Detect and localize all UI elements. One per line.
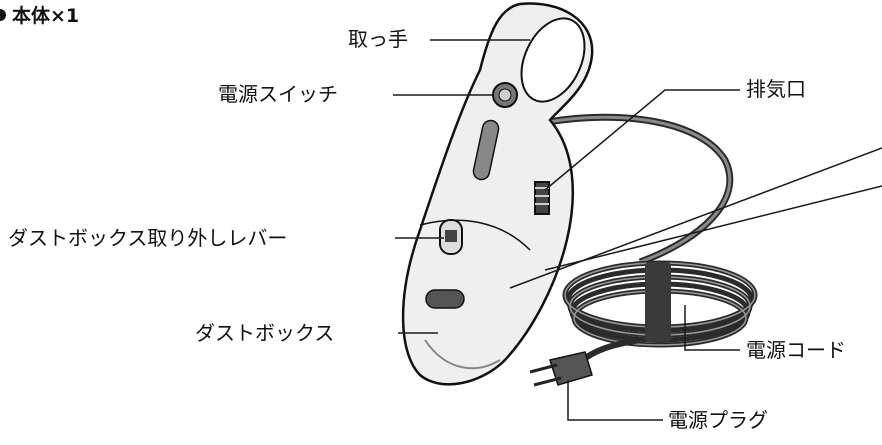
diagram-title: 本体×1 — [0, 4, 79, 28]
title-text: 本体×1 — [12, 5, 80, 27]
vacuum-body — [401, 2, 594, 386]
handle-hole — [520, 17, 586, 103]
label-exhaust: 排気口 — [746, 77, 806, 101]
exhaust-vents — [534, 181, 550, 215]
label-handle: 取っ手 — [348, 27, 408, 51]
bullet-icon — [0, 9, 6, 21]
label-release-lever: ダストボックス取り外しレバー — [8, 226, 288, 250]
power-plug-shape — [529, 351, 593, 387]
label-dust-box: ダストボックス — [195, 321, 335, 345]
cord-band — [645, 262, 671, 342]
plug-cord — [578, 337, 641, 365]
label-power-plug: 電源プラグ — [668, 408, 768, 432]
leader-lines — [393, 39, 882, 421]
label-power-switch: 電源スイッチ — [218, 82, 338, 106]
label-power-cord: 電源コード — [746, 338, 846, 362]
